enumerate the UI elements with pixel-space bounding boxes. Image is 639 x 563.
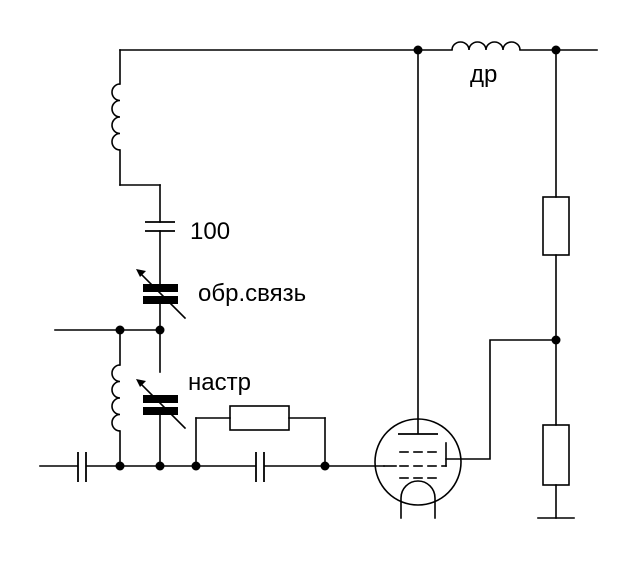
vacuum-tube [374, 49, 557, 519]
bottom-wire [39, 452, 385, 482]
upper-inductor [111, 49, 161, 223]
feedback-capacitor-label: обр.связь [198, 280, 306, 307]
choke-inductor [451, 41, 521, 51]
feedback-variable-capacitor [136, 230, 187, 373]
grid-resistor [195, 405, 326, 467]
lower-inductor [111, 329, 121, 467]
choke-label: др [470, 61, 497, 88]
capacitor-value-label: 100 [190, 218, 230, 245]
tuning-variable-capacitor [136, 379, 187, 467]
right-divider [537, 49, 575, 519]
capacitor-100 [145, 221, 175, 232]
tuning-capacitor-label: настр [188, 369, 251, 396]
junction-dots [115, 45, 561, 471]
